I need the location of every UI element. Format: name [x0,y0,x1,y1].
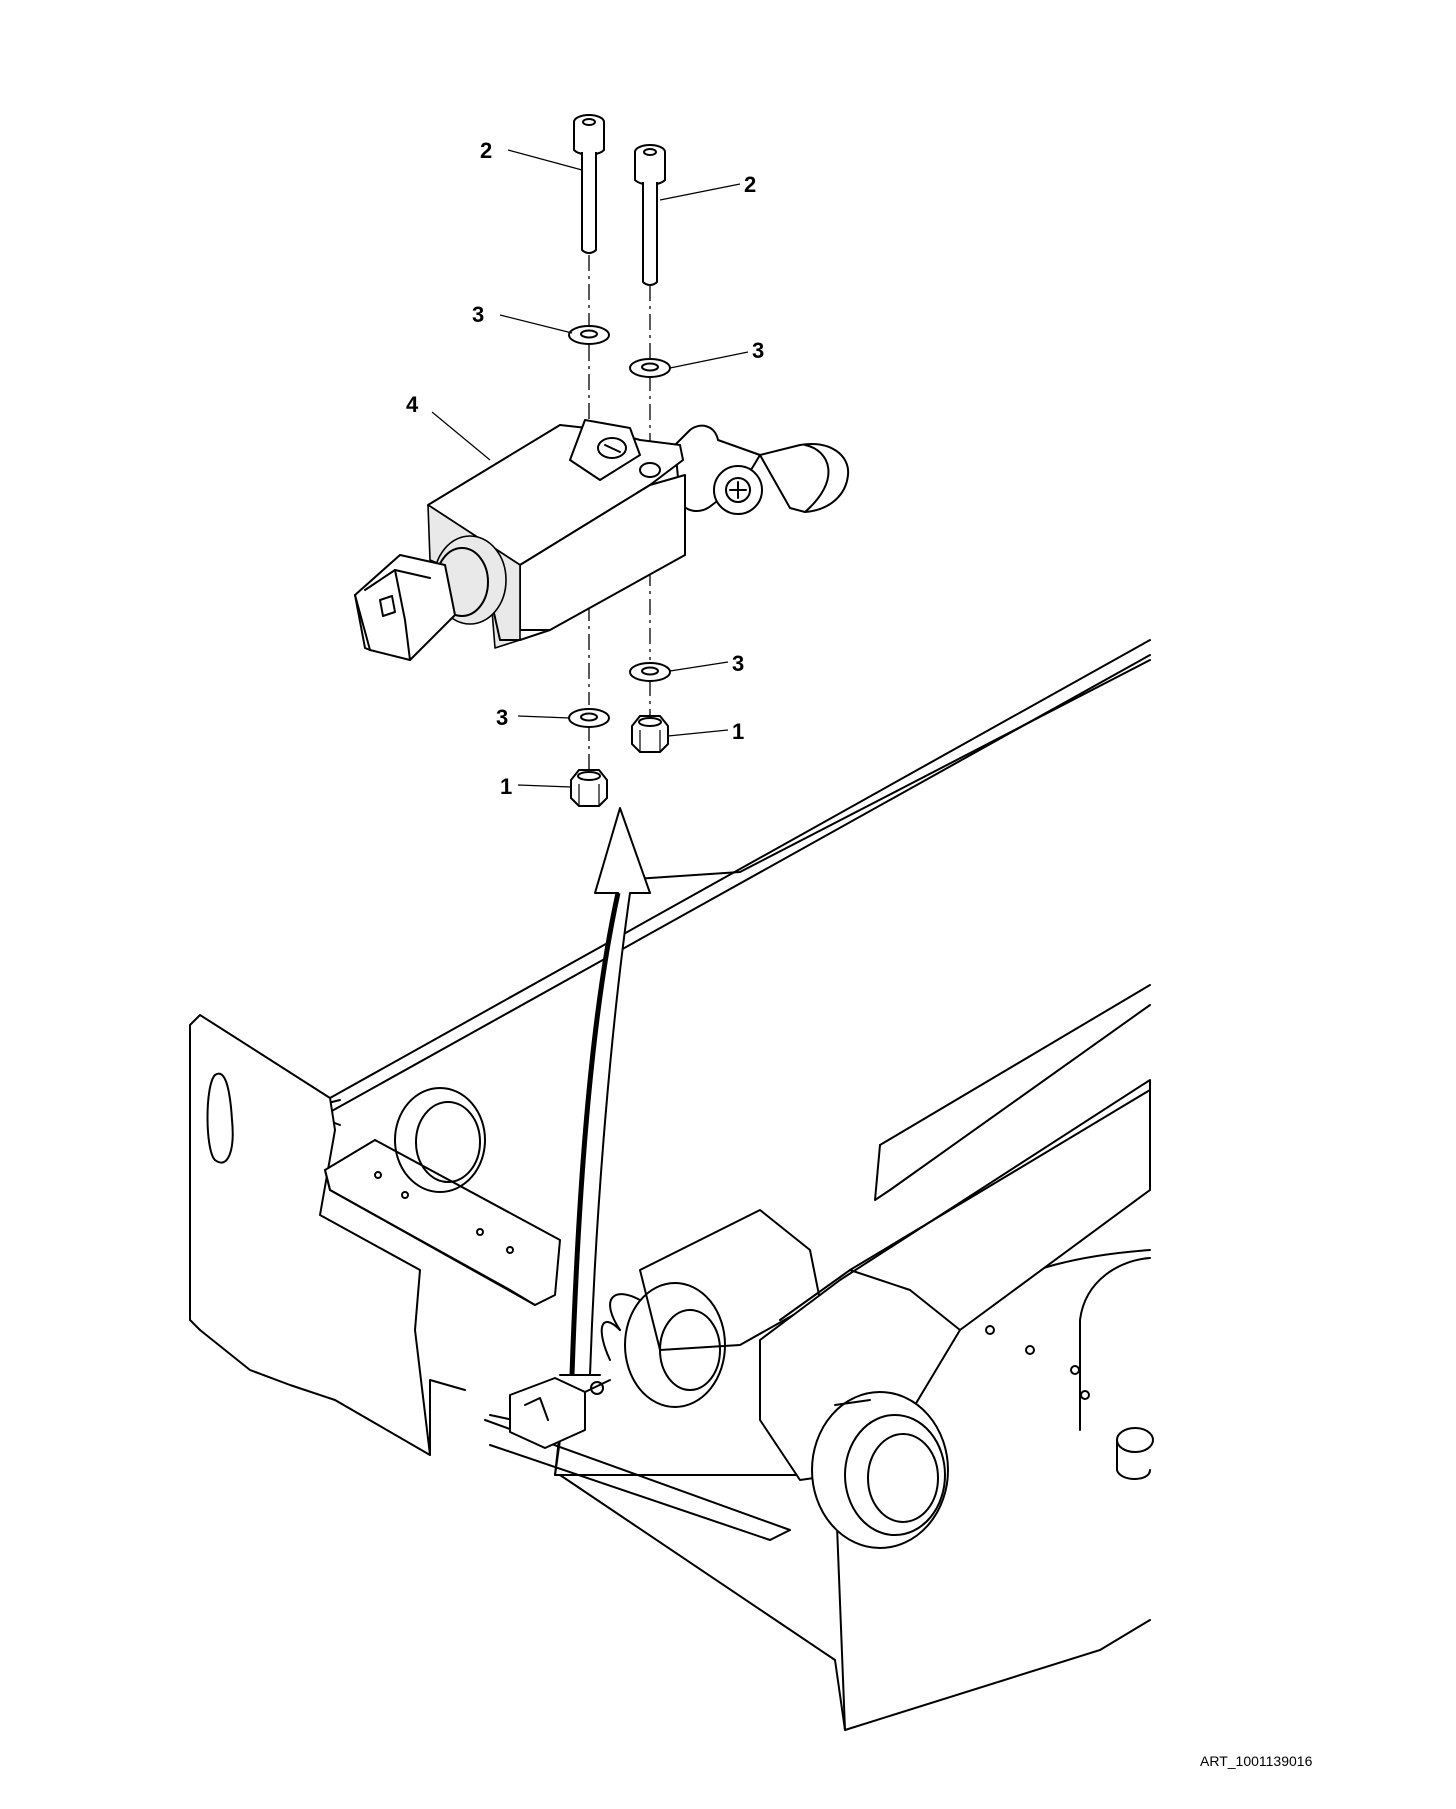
washer-upper-right [629,358,671,378]
art-reference-id: ART_1001139016 [1200,1753,1313,1769]
switch-install-location [509,1374,611,1449]
nut-left [570,769,608,807]
callout-3-lower-left: 3 [496,705,508,730]
washer-upper-left [568,325,610,345]
nut-right [631,715,669,753]
callout-3-upper-right: 3 [752,338,764,363]
pivot-arm [600,1079,1151,1549]
washer-lower-left [568,708,610,728]
limit-switch [354,419,850,661]
callout-4: 4 [406,392,419,417]
callout-3-upper-left: 3 [472,302,484,327]
screw-left [573,114,605,254]
callouts: 2 2 3 3 4 3 3 1 1 [406,138,764,799]
callout-leaders [431,149,749,788]
screw-right [634,144,666,286]
washer-lower-right [629,662,671,682]
callout-1-left: 1 [500,774,512,799]
callout-2-right: 2 [744,172,756,197]
chassis-frame [189,639,1154,1731]
callout-2-left: 2 [480,138,492,163]
callout-3-lower-right: 3 [732,651,744,676]
location-arrow [569,807,651,1376]
callout-1-right: 1 [732,719,744,744]
